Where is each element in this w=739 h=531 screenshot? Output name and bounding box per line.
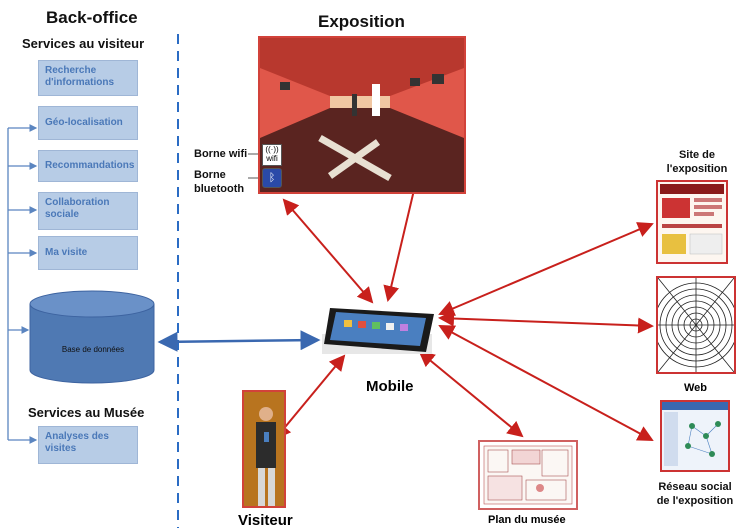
site-label: Site de l'exposition [666,149,728,175]
bluetooth-label: Borne bluetooth [194,169,245,195]
visitor-label: Visiteur [238,512,293,529]
site-screenshot [656,180,728,264]
visitor-illustration [244,392,284,506]
arrow-mobile-database [157,330,321,352]
arrow-mobile-plan [418,350,524,438]
exposition-title: Exposition [318,12,405,31]
service-box-recommandations: Recommandations [38,150,138,182]
web-label: Web [684,382,708,394]
gallery-illustration [260,38,464,192]
arrow-mobile-site [438,222,654,316]
social-screenshot [660,400,730,472]
plan-label: Plan du musée [488,514,566,526]
visitor-photo [242,390,286,508]
social-label: Réseau social de l'exposition [656,481,734,507]
services-connector [7,124,38,444]
arrow-mobile-expo-left [282,198,374,304]
bluetooth-icon: ᛒ [262,168,282,188]
database-label: Base de données [61,345,125,354]
social-illustration [662,402,728,470]
web-image [653,276,739,374]
service-box-collaboration: Collaboration sociale [38,192,138,230]
service-box-geolocalisation: Géo-localisation [38,106,138,140]
plan-illustration [483,445,573,505]
service-box-analyses: Analyses des visites [38,426,138,464]
arrow-mobile-social [438,325,654,441]
service-box-ma-visite: Ma visite [38,236,138,270]
visitor-services-title: Services au visiteur [22,36,145,51]
mobile-device [322,300,440,356]
backoffice-title: Back-office [46,8,138,27]
wifi-icon: ((·))wifi [262,144,282,166]
arrow-mobile-web [438,310,654,334]
arrow-mobile-visitor [274,354,346,440]
museum-services-title: Services au Musée [28,405,145,420]
service-box-recherche: Recherche d'informations [38,60,138,96]
wifi-label: Borne wifi [194,148,248,160]
mobile-label: Mobile [366,378,414,395]
spiderweb-illustration [653,277,739,373]
exposition-photo [258,36,466,194]
plan-image [478,440,578,510]
database-cylinder [29,290,155,384]
site-illustration [658,182,726,262]
